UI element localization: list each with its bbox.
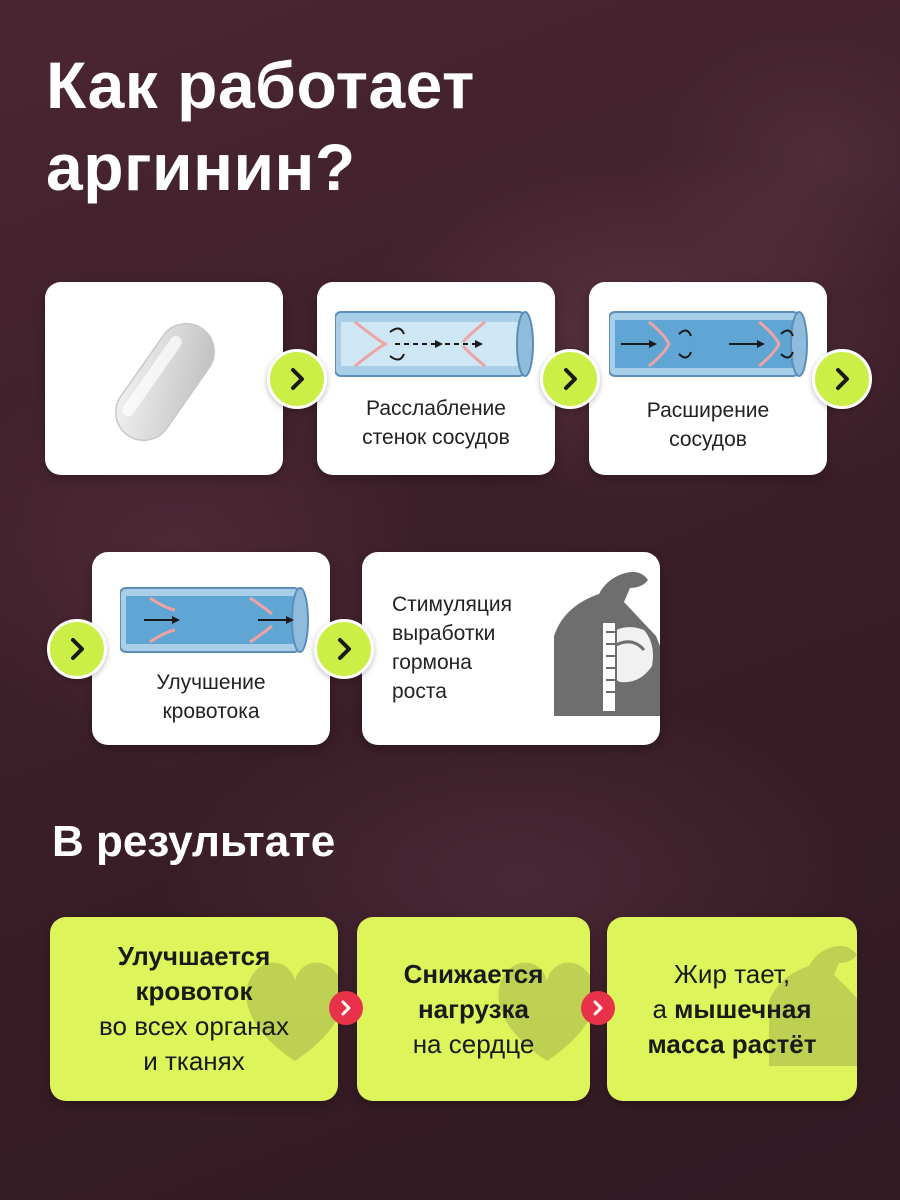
result-card-muscle-mass: Жир тает, а мышечная масса растёт <box>607 917 857 1101</box>
muscle-watermark-icon <box>769 946 857 1066</box>
result-2-bold-1: Снижается <box>403 958 544 989</box>
page-title: Как работает аргинин? <box>46 44 475 208</box>
result-3-line-2: а мышечная <box>648 992 817 1027</box>
step-label-growth-1: Стимуляция <box>392 593 512 616</box>
result-3-bold-2: масса растёт <box>647 1028 817 1059</box>
result-1-text-2: и тканях <box>143 1046 245 1076</box>
capsule-icon <box>115 322 215 442</box>
chevron-right-icon <box>581 991 615 1025</box>
step-label-widening-1: Расширение <box>646 399 770 422</box>
result-3-prefix: а <box>652 993 675 1024</box>
result-card-blood-flow: Улучшается кровоток во всех органах и тк… <box>50 917 338 1101</box>
chevron-right-icon <box>812 349 872 409</box>
vessel-relax-icon <box>335 311 534 377</box>
chevron-right-icon <box>47 619 107 679</box>
results-title: В результате <box>52 817 336 866</box>
vessel-flow-icon <box>120 587 309 653</box>
result-3-bold-1: мышечная <box>674 993 812 1024</box>
result-1-bold-1: Улучшается <box>117 941 271 971</box>
result-card-heart-load: Снижается нагрузка на сердце <box>357 917 590 1101</box>
step-label-flow-2: кровотока <box>162 700 260 723</box>
result-1-bold-2: кровоток <box>135 976 253 1006</box>
muscle-arm-icon <box>554 572 660 716</box>
step-label-flow-1: Улучшение <box>156 671 266 694</box>
result-2-bold-2: нагрузка <box>417 993 530 1024</box>
page-title-line2: аргинин? <box>46 130 356 204</box>
chevron-right-icon <box>314 619 374 679</box>
result-1-text-1: во всех органах <box>99 1011 289 1041</box>
step-card-flow: Улучшение кровотока <box>92 552 330 745</box>
result-3-text-1: Жир тает, <box>673 958 791 989</box>
step-label-relaxation-1: Расслабление <box>366 397 506 420</box>
step-label-growth-2: выработки <box>392 622 496 645</box>
page-title-line1: Как работает <box>46 48 475 122</box>
step-label-growth-3: гормона <box>392 651 472 674</box>
chevron-right-icon <box>540 349 600 409</box>
vessel-widen-icon <box>609 311 808 377</box>
chevron-right-icon <box>267 349 327 409</box>
result-2-text-1: на сердце <box>412 1028 535 1059</box>
heart-watermark-icon <box>498 962 590 1061</box>
step-label-relaxation-2: стенок сосудов <box>362 426 510 449</box>
step-card-widening: Расширение сосудов <box>589 282 827 475</box>
heart-watermark-icon <box>246 962 338 1061</box>
chevron-right-icon <box>329 991 363 1025</box>
step-label-widening-2: сосудов <box>669 428 747 451</box>
step-card-growth-hormone: Стимуляция выработки гормона роста <box>362 552 660 745</box>
step-card-capsule <box>45 282 283 475</box>
step-card-relaxation: Расслабление стенок сосудов <box>317 282 555 475</box>
step-label-growth-4: роста <box>392 680 447 703</box>
